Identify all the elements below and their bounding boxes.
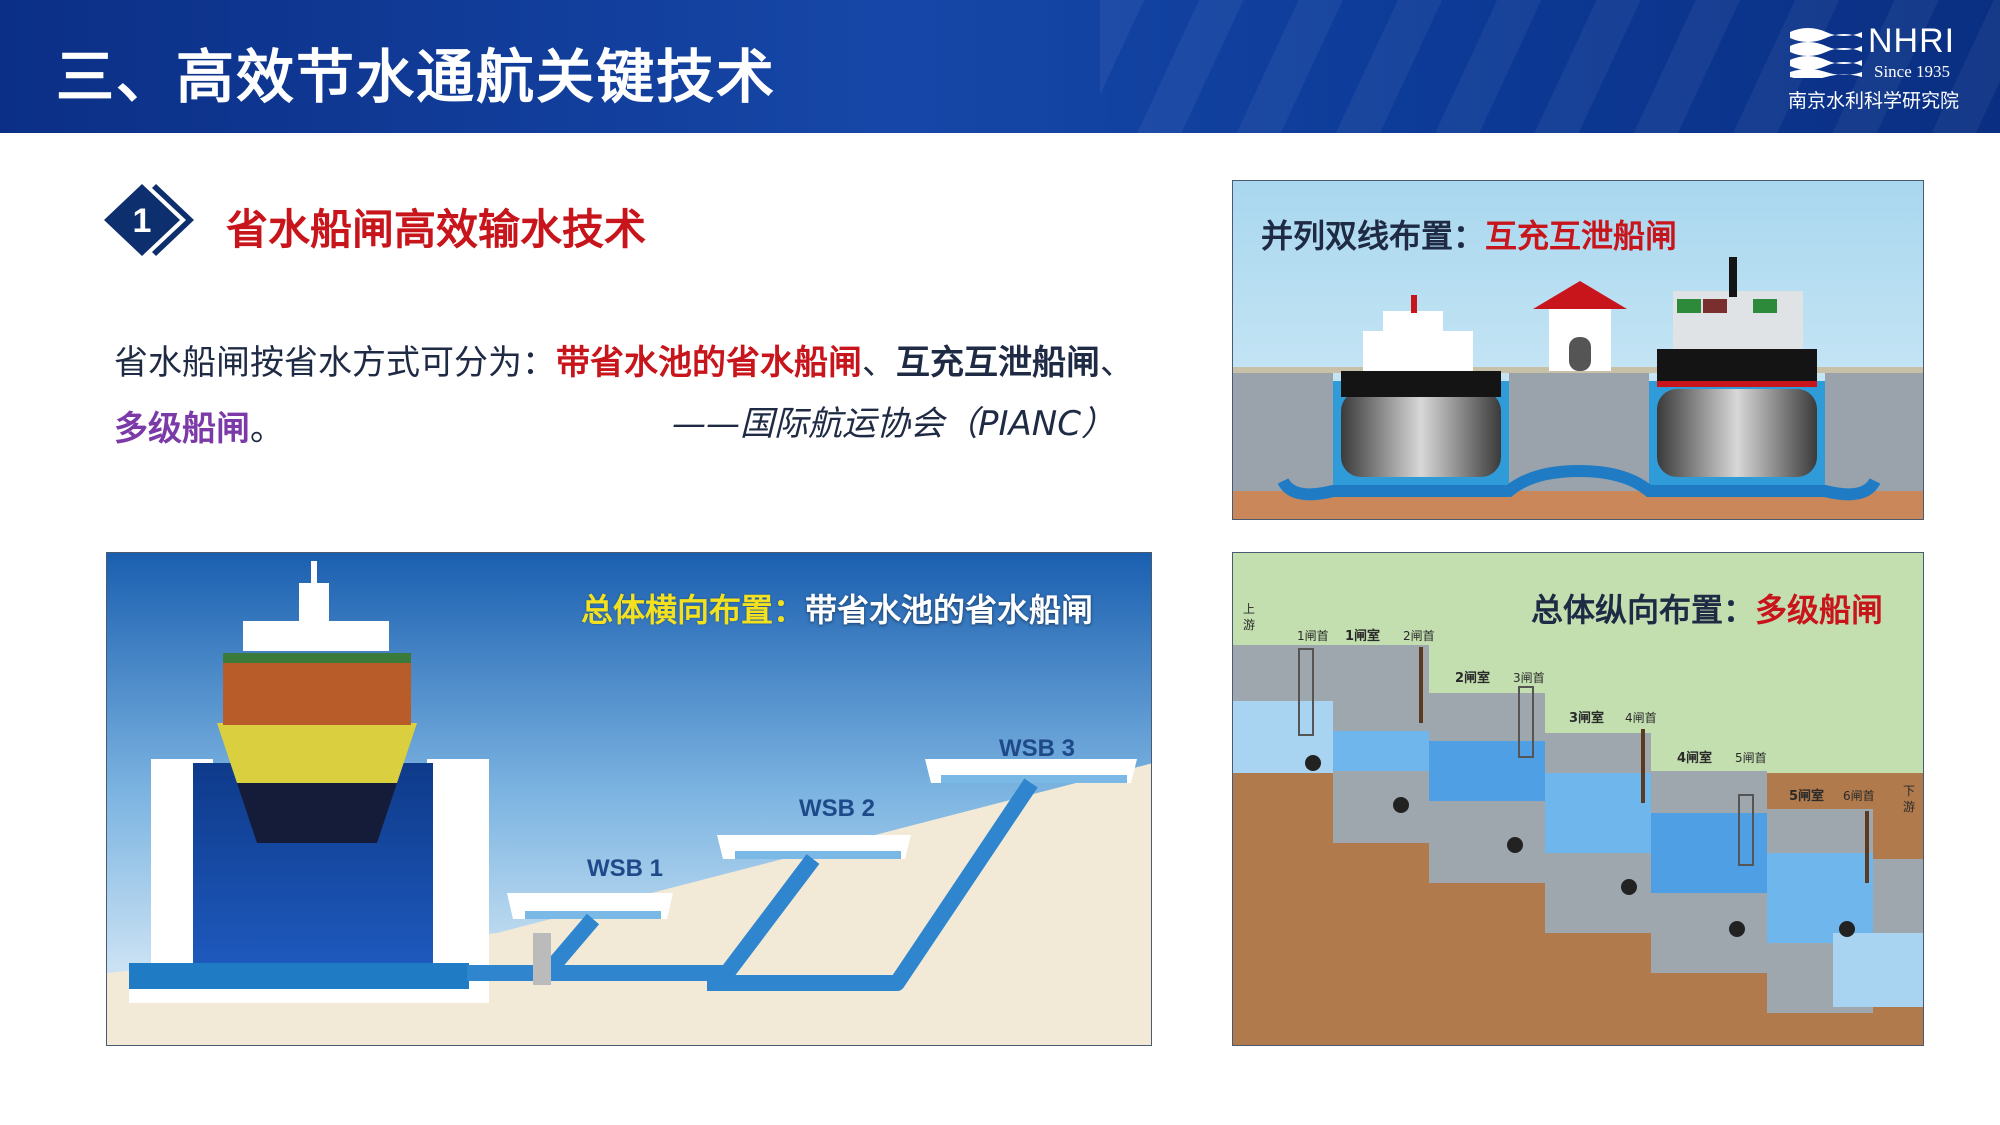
intro-paragraph: 省水船闸按省水方式可分为：带省水池的省水船闸、互充互泄船闸、多级船闸。 [114,330,1164,462]
para-sep2: 、 [1100,343,1134,383]
gate1-label: 1闸首 [1297,629,1329,643]
gate4-label: 4闸首 [1625,711,1657,725]
type-mutual-fill-lock: 互充互泄船闸 [896,343,1100,383]
chamber1-label: 1闸室 [1345,629,1381,644]
page-title: 三、高效节水通航关键技术 [56,43,777,111]
para-sep1: 、 [862,343,896,383]
twin-lock-diagram [1233,181,1923,519]
type-multi-stage-lock: 多级船闸 [114,409,250,449]
chamber4-label: 4闸室 [1677,751,1713,766]
nhri-logo: NHRI Since 1935 南京水利科学研究院 [1788,18,1978,118]
top-right-caption: 并列双线布置：互充互泄船闸 [1261,211,1677,257]
multi-stage-lock-illustration: 总体纵向布置：多级船闸 上游 1闸首 1闸室 2闸首 2闸室 3闸首 3闸室 4… [1232,552,1924,1046]
water-saving-basin-diagram [107,553,1151,1045]
downstream-label: 下游 [1903,784,1916,814]
chamber5-label: 5闸室 [1789,789,1825,804]
water-saving-basin-illustration: 总体横向布置：带省水池的省水船闸 WSB 1 WSB 2 WSB 3 [106,552,1152,1046]
gate5-label: 5闸首 [1735,751,1767,765]
bottom-left-caption-label: 总体横向布置： [581,591,806,629]
basin-label-wsb3: WSB 3 [999,735,1076,762]
wave-logo-icon [1790,28,1862,78]
multi-stage-lock-diagram [1233,553,1923,1045]
gate6-label: 6闸首 [1843,789,1875,803]
bottom-left-caption-value: 带省水池的省水船闸 [805,591,1094,629]
para-end: 。 [250,409,284,449]
logo-since: Since 1935 [1874,62,1951,81]
bottom-right-caption: 总体纵向布置：多级船闸 [1531,585,1883,631]
logo-org: 南京水利科学研究院 [1788,90,1960,112]
upstream-label: 上游 [1243,602,1256,632]
basin-label-wsb2: WSB 2 [799,795,876,822]
gate2-label: 2闸首 [1403,629,1435,643]
twin-lock-illustration: 并列双线布置：互充互泄船闸 [1232,180,1924,520]
section-number-badge: 1 [104,184,194,256]
header-bar: 三、高效节水通航关键技术 NHRI Since 1935 南京水利科学研究院 [0,0,2000,133]
para-lead: 省水船闸按省水方式可分为： [114,343,556,383]
chamber3-label: 3闸室 [1569,711,1605,726]
basin-label-wsb1: WSB 1 [587,855,664,882]
gate3-label: 3闸首 [1513,671,1545,685]
section-title: 省水船闸高效输水技术 [226,205,647,254]
type-water-saving-basin-lock: 带省水池的省水船闸 [556,343,862,383]
section-number: 1 [133,202,152,240]
chamber2-label: 2闸室 [1455,671,1491,686]
bottom-left-caption: 总体横向布置：带省水池的省水船闸 [581,585,1093,631]
logo-name: NHRI [1868,22,1956,60]
bottom-right-caption-value: 多级船闸 [1755,591,1884,629]
top-right-caption-label: 并列双线布置： [1261,217,1486,255]
bottom-right-caption-label: 总体纵向布置： [1531,591,1756,629]
top-right-caption-value: 互充互泄船闸 [1485,217,1678,255]
citation: ——国际航运协会（PIANC） [672,404,1115,444]
